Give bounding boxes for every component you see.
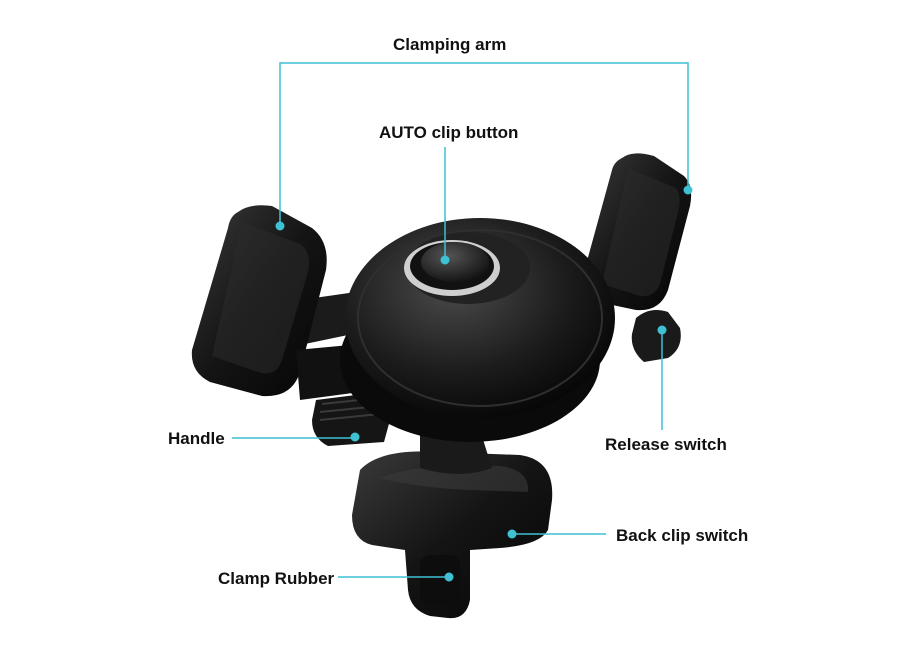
auto-clip-button (404, 240, 500, 296)
clamping-arm-leader (279, 62, 689, 226)
label-handle: Handle (168, 429, 225, 448)
label-clamping-arm: Clamping arm (393, 35, 507, 54)
right-clamping-arm (560, 153, 692, 311)
release-switch-dot (657, 325, 667, 335)
label-auto-clip-button: AUTO clip button (379, 123, 519, 142)
back-clip-dot (507, 529, 517, 539)
label-clamp-rubber: Clamp Rubber (218, 569, 335, 588)
auto-clip-dot (440, 255, 450, 265)
callout-lines (232, 62, 689, 578)
vent-clip (352, 451, 553, 619)
clamp-rubber-dot (444, 572, 454, 582)
release-switch (631, 310, 681, 362)
callout-dots (275, 185, 693, 582)
handle-dot (350, 432, 360, 442)
left-clamping-arm (191, 205, 372, 400)
clamping-arm-dot-left (275, 221, 285, 231)
label-release-switch: Release switch (605, 435, 727, 454)
clamping-arm-dot-right (683, 185, 693, 195)
label-back-clip-switch: Back clip switch (616, 526, 749, 545)
